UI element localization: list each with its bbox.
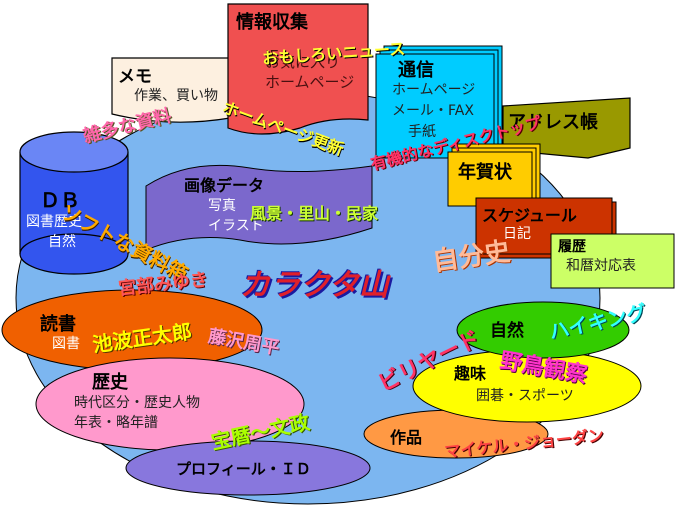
shumi-sub: 囲碁・スポーツ	[476, 388, 574, 404]
schedule-box	[475, 197, 617, 259]
address-note	[502, 97, 631, 159]
shizen-ellipse	[456, 301, 630, 359]
schedule-title: スケジュール	[482, 206, 577, 225]
rireki-sub: 和暦対応表	[566, 258, 636, 274]
tsushin-line-1: ホームページ	[392, 82, 476, 98]
profile-title: プロフィール・ＩＤ	[176, 460, 311, 478]
schedule-sub: 日記	[503, 226, 531, 242]
wordart-fukei: 風景・里山・民家	[250, 204, 379, 223]
rekishi-line-2: 年表・略年譜	[74, 415, 158, 431]
gazo-line-1: 写真	[208, 198, 236, 214]
db-title: ＤＢ	[40, 188, 80, 212]
joho-line-2: お気に入り	[265, 53, 341, 71]
tsushin-line-2: メール・FAX	[392, 103, 474, 119]
center-title: カラクタ山	[240, 268, 389, 303]
joho-title: 情報収集	[236, 12, 308, 33]
memo-title: メモ	[118, 67, 152, 87]
joho-line-3: ホームページ	[265, 73, 355, 91]
gazo-shape	[145, 164, 373, 251]
rireki-box	[550, 233, 675, 289]
tsushin-stack	[375, 45, 503, 159]
joho-note	[227, 3, 369, 135]
shizen-title: 自然	[490, 321, 524, 341]
memo-sub: 作業、買い物	[134, 88, 218, 104]
address-title: アドレス帳	[508, 112, 598, 133]
db-line-1: 図書歴史	[26, 214, 82, 230]
nengajo-title: 年賀状	[458, 162, 512, 183]
rekishi-line-1: 時代区分・歴史人物	[74, 395, 200, 411]
shumi-title: 趣味	[454, 364, 487, 383]
dokusho-title: 読書	[40, 314, 76, 335]
gazo-line-2: イラスト	[208, 218, 264, 234]
sakuhin-title: 作品	[390, 428, 423, 447]
gazo-title: 画像データ	[184, 176, 265, 195]
tsushin-title: 通信	[398, 60, 434, 81]
rireki-title: 履歴	[558, 239, 586, 255]
tsushin-line-3: 手紙	[408, 124, 436, 140]
db-cylinder	[19, 131, 129, 275]
db-line-2: 自然	[48, 234, 76, 250]
profile-ellipse	[125, 440, 371, 496]
nengajo-stack	[447, 143, 541, 207]
dokusho-sub: 図書	[52, 336, 80, 352]
joho-line-1: IE	[265, 47, 279, 65]
rekishi-title: 歴史	[92, 372, 128, 393]
